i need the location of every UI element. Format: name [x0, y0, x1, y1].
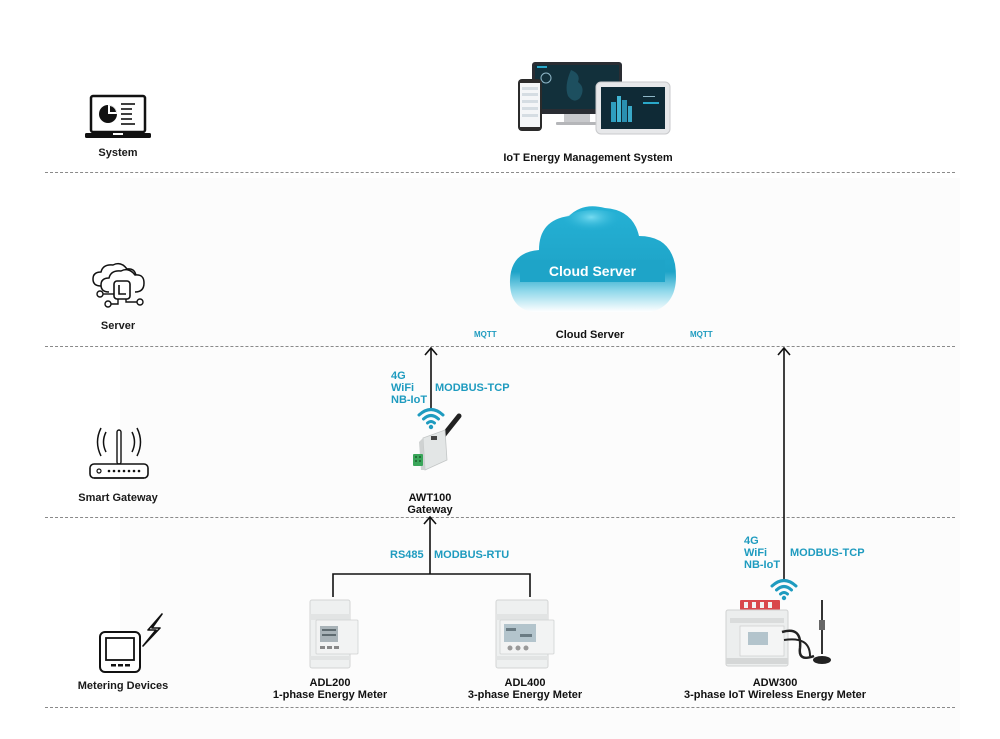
cloud-icon [509, 206, 676, 312]
gateway-uplink-wifi: WiFi [391, 382, 415, 394]
laptop-chart-icon [85, 94, 151, 138]
adl200-meter-device [309, 599, 359, 669]
adl400-model: ADL400 [504, 677, 546, 689]
adw300-meter-device [725, 600, 831, 667]
adw300-uplink-4g: 4G [744, 535, 759, 547]
divider-server-gateway [45, 346, 955, 347]
adw300-protocol: MODBUS-TCP [790, 547, 865, 559]
bus-protocol-label: MODBUS-RTU [434, 549, 510, 561]
adl400-desc: 3-phase Energy Meter [467, 689, 583, 701]
router-icon [89, 427, 149, 479]
adw300-desc: 3-phase IoT Wireless Energy Meter [683, 689, 867, 701]
divider-bottom [45, 707, 955, 708]
rs485-bus [332, 515, 531, 597]
adw300-uplink-list: 4G WiFi NB-IoT [744, 535, 780, 571]
gateway-uplink-arrow [424, 346, 438, 408]
meter-lightning-icon [99, 613, 163, 673]
gateway-uplink-4g: 4G [391, 370, 406, 382]
layer-label-metering-devices: Metering Devices [77, 680, 169, 692]
gateway-model: AWT100 [408, 492, 452, 504]
adl400-label: ADL400 3-phase Energy Meter [455, 677, 595, 701]
adl400-meter-device [495, 599, 555, 669]
layer-label-system: System [98, 147, 138, 159]
wifi-icon [417, 408, 445, 430]
cloud-badge: Cloud Server [520, 260, 665, 282]
gateway-label: AWT100 Gateway [395, 492, 465, 516]
adw300-uplink-nbiot: NB-IoT [744, 559, 781, 571]
bus-physical-label: RS485 [390, 549, 424, 561]
adw300-label: ADW300 3-phase IoT Wireless Energy Meter [670, 677, 880, 701]
adl200-model: ADL200 [309, 677, 351, 689]
mqtt-label-right: MQTT [690, 330, 713, 339]
gateway-uplink-nbiot: NB-IoT [391, 394, 428, 406]
awt100-gateway-device [413, 413, 462, 471]
adw300-model: ADW300 [752, 677, 798, 689]
adw300-uplink-arrow [777, 346, 791, 580]
layer-label-smart-gateway: Smart Gateway [78, 492, 158, 504]
dashboard-devices-image [518, 62, 671, 135]
divider-gateway-metering [45, 517, 955, 518]
mqtt-label-left: MQTT [474, 330, 497, 339]
adl200-desc: 1-phase Energy Meter [272, 689, 388, 701]
adw300-uplink-wifi: WiFi [744, 547, 768, 559]
adl200-label: ADL200 1-phase Energy Meter [265, 677, 395, 701]
divider-system-server [45, 172, 955, 173]
layer-label-server: Server [100, 320, 136, 332]
gateway-name: Gateway [407, 504, 453, 516]
gateway-uplink-list: 4G WiFi NB-IoT [391, 370, 427, 406]
system-title: IoT Energy Management System [503, 152, 673, 164]
wifi-icon [770, 579, 798, 601]
gateway-protocol: MODBUS-TCP [435, 382, 510, 394]
cloud-server-icon [92, 262, 145, 308]
cloud-server-label: Cloud Server [555, 329, 625, 341]
